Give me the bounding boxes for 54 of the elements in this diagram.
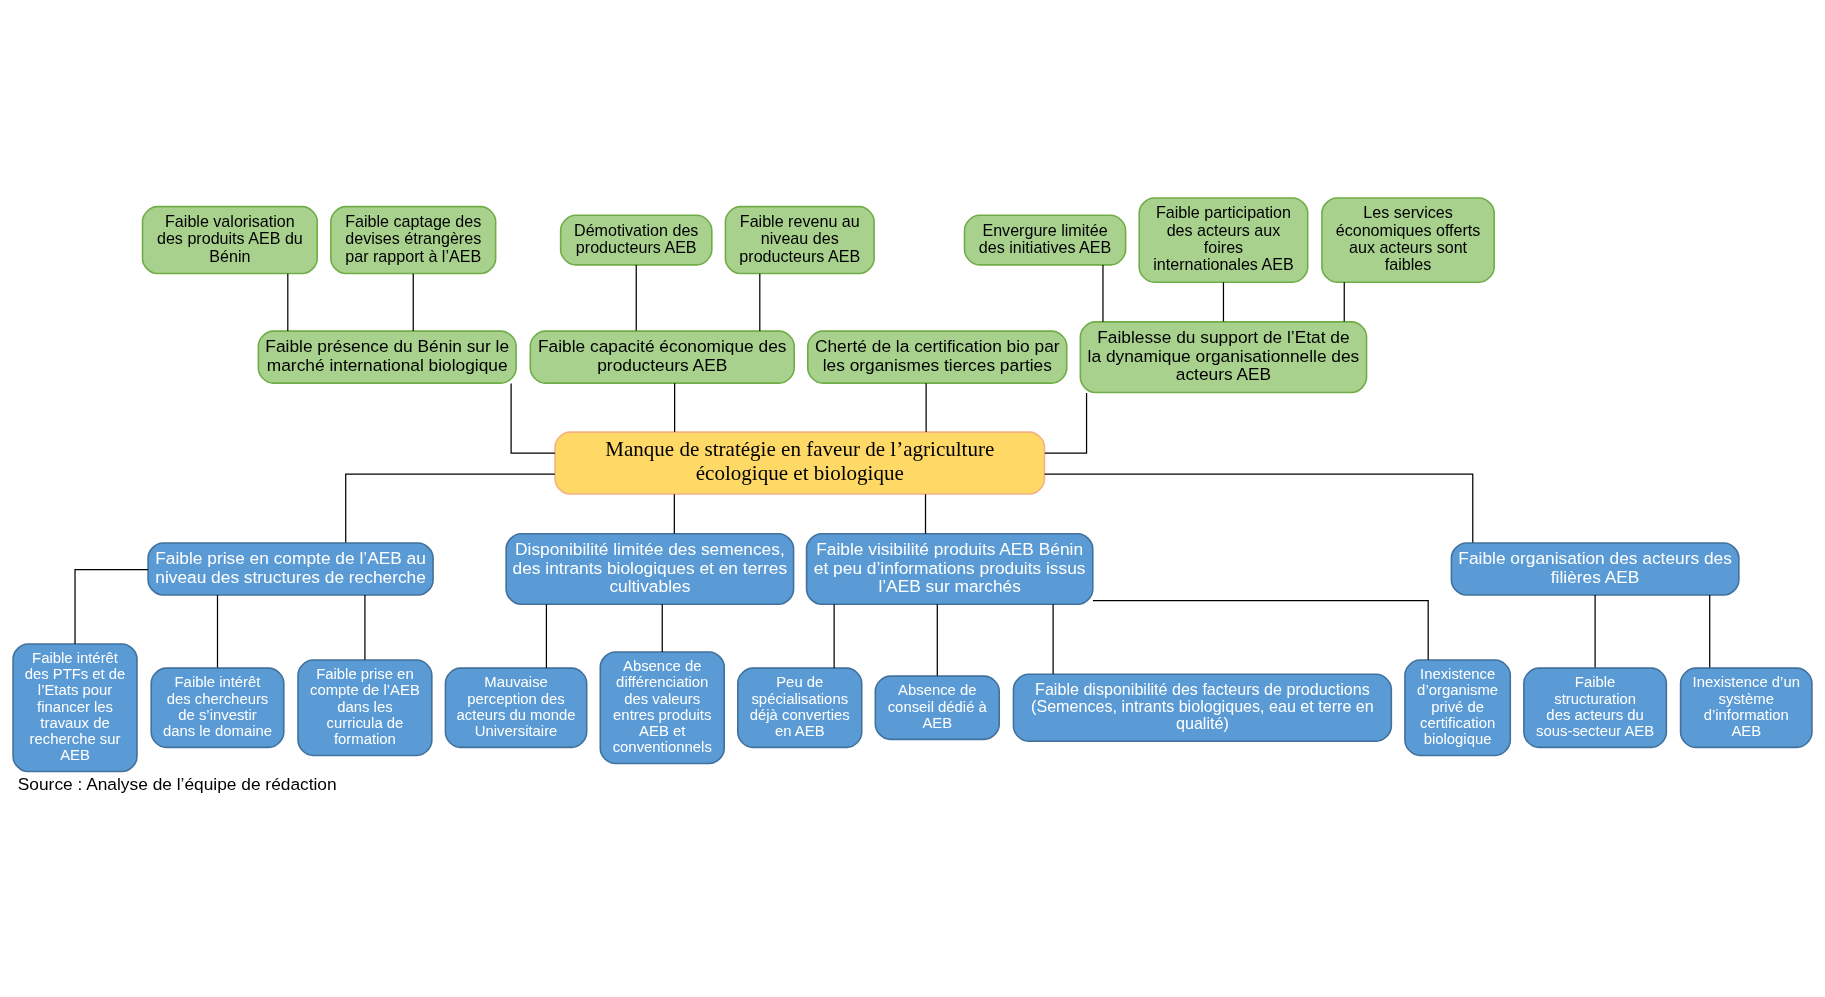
node-box: Faible structuration des acteurs du sous-secteur AEB	[1523, 666, 1668, 748]
node-box: Faible visibilité produits AEB Bénin et peu d’informations produits issus l’AEB sur marchés	[805, 532, 1094, 605]
node-box: Faiblesse du support de l’Etat de la dynamique organisationnelle des acteurs AEB	[1079, 320, 1368, 393]
node-box: Absence de différenciation des valeurs entres produits AEB et conventionnels	[599, 650, 725, 764]
connector	[345, 473, 556, 543]
connector	[545, 603, 548, 669]
node-box: Manque de stratégie en faveur de l’agriculture écologique et biologique	[554, 430, 1046, 495]
node-box: Absence de conseil dédié à AEB	[874, 674, 1001, 740]
connector	[674, 382, 676, 433]
connector	[1102, 263, 1104, 322]
connector	[412, 272, 414, 332]
connector	[925, 382, 927, 433]
node-box: Faible intérêt des PTFs et de l’Etats pour financer les travaux de recherche sur AEB	[12, 642, 138, 772]
node-box: Faible valorisation des produits AEB du Bénin	[141, 205, 319, 274]
node-box: Cherté de la certification bio par les organismes tierces parties	[807, 329, 1068, 384]
connector	[673, 493, 675, 534]
connector	[759, 272, 761, 332]
node-box: Faible organisation des acteurs des filières AEB	[1450, 541, 1740, 596]
connector	[936, 603, 938, 676]
connector	[1052, 603, 1054, 674]
connector	[74, 568, 149, 645]
node-box: Les services économiques offerts aux acteurs sont faibles	[1321, 196, 1495, 283]
node-box: Faible disponibilité des facteurs de productions (Semences, intrants biologiques, eau et terre en qualité)	[1012, 673, 1393, 742]
node-box: Disponibilité limitée des semences, des intrants biologiques et en terres cultivables	[505, 532, 795, 605]
node-box: Faible intérêt des chercheurs de s’investir dans le domaine	[150, 666, 285, 748]
connector	[1044, 391, 1088, 454]
connector	[364, 594, 366, 660]
node-box: Démotivation des producteurs AEB	[559, 214, 713, 266]
node-box: Envergure limitée des initiatives AEB	[963, 214, 1127, 266]
connector	[287, 272, 289, 332]
node-box: Peu de spécialisations déjà converties en AEB	[737, 666, 863, 748]
node-box: Faible participation des acteurs aux foires internationales AEB	[1138, 196, 1309, 283]
node-box: Faible présence du Bénin sur le marché international biologique	[257, 329, 517, 384]
connector	[1222, 281, 1225, 322]
connector	[510, 382, 556, 454]
caption: Source : Analyse de l’équipe de rédaction	[17, 773, 337, 794]
connector	[1343, 281, 1345, 322]
connector	[635, 263, 637, 331]
connector	[661, 603, 663, 653]
node-box: Mauvaise perception des acteurs du monde Universitaire	[444, 666, 588, 748]
connector	[1709, 594, 1711, 668]
node-box: Faible prise en compte de l’AEB dans les curricula de formation	[297, 658, 433, 756]
node-box: Faible revenu au niveau des producteurs AEB	[724, 205, 875, 274]
node-box: Faible capacité économique des producteurs AEB	[529, 329, 795, 384]
node-box: Inexistence d’un système d’information AEB	[1679, 666, 1813, 748]
connector	[833, 603, 835, 669]
connector	[1044, 473, 1474, 543]
connector	[924, 493, 927, 534]
node-box: Faible prise en compte de l’AEB au niveau des structures de recherche	[147, 541, 434, 596]
connector	[216, 594, 219, 668]
node-box: Inexistence d’organisme privé de certification biologique	[1404, 658, 1512, 756]
connector	[1092, 599, 1429, 660]
node-box: Faible captage des devises étrangères par rapport à l’AEB	[330, 205, 497, 274]
connector	[1594, 594, 1596, 668]
